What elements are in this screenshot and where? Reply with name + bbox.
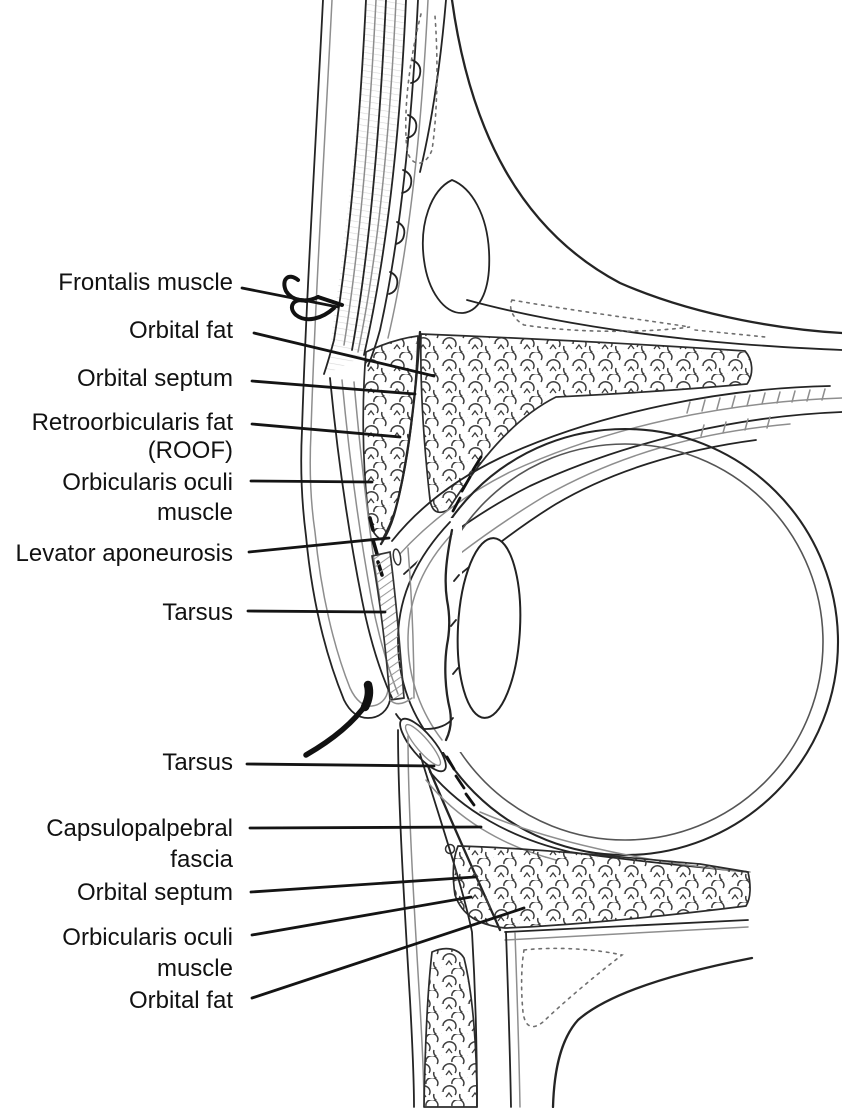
- leader-orbicularis-oculi-lower: [250, 895, 473, 937]
- inferior-orbital-rim: [504, 919, 754, 1108]
- leader-tarsus-lower: [245, 762, 436, 768]
- label-orbicularis-oculi-lower: Orbicularis oculi: [62, 924, 233, 951]
- conjunctiva-line: [407, 547, 415, 699]
- upper-tarsus: [371, 547, 415, 705]
- leader-orbital-fat-lower: [250, 906, 526, 1000]
- labels: Frontalis muscle Orbital fat Orbital sep…: [16, 269, 234, 1014]
- label-levator-aponeurosis: Levator aponeurosis: [16, 540, 233, 567]
- connective-hooks: [388, 59, 422, 295]
- label-capsulopalpebral-fascia-2: fascia: [170, 846, 233, 873]
- inferior-orbital-fat-pad: [452, 845, 751, 929]
- leader-orbital-septum-lower: [249, 875, 477, 894]
- label-orbicularis-oculi-upper: Orbicularis oculi: [62, 469, 233, 496]
- leader-capsulopalpebral-fascia: [248, 825, 483, 830]
- cornea: [396, 518, 462, 752]
- bone-inner-dashed-outline: [405, 13, 438, 164]
- iris-ciliary-line: [444, 528, 454, 742]
- label-orbicularis-oculi-upper-2: muscle: [157, 499, 233, 526]
- leader-levator-aponeurosis: [247, 536, 391, 554]
- cornea-inner-outline: [407, 533, 453, 741]
- lower-tarsus-outline: [399, 717, 447, 773]
- label-frontalis-muscle: Frontalis muscle: [58, 269, 233, 296]
- orbital-septum-upper-line: [379, 330, 422, 546]
- soof-dashed-outline: [520, 947, 624, 1028]
- label-orbital-septum-upper: Orbital septum: [77, 365, 233, 392]
- maxilla-contour: [551, 956, 754, 1108]
- fornix-arrow: [303, 680, 374, 758]
- leader-frontalis-muscle: [240, 286, 340, 309]
- superior-orbital-fat-pad: [420, 333, 753, 514]
- orbital-rim-cross-section: [422, 179, 491, 314]
- label-orbicularis-oculi-lower-2: muscle: [157, 955, 233, 982]
- leader-orbital-septum-upper: [250, 379, 417, 396]
- label-tarsus-upper: Tarsus: [162, 599, 233, 626]
- leader-tarsus-upper: [246, 609, 387, 614]
- label-orbital-fat-upper: Orbital fat: [129, 317, 233, 344]
- label-orbital-septum-lower: Orbital septum: [77, 879, 233, 906]
- label-retroorbicularis-fat: Retroorbicularis fat: [32, 409, 234, 436]
- lower-lid-skin: [397, 729, 415, 1108]
- frontal-bone: [405, 0, 842, 351]
- gland-profile: [392, 548, 402, 566]
- ciliary-body-marks: [445, 455, 483, 807]
- leader-lines: [240, 286, 526, 1000]
- leader-retroorbicularis-fat: [250, 422, 402, 439]
- leader-orbital-fat-upper: [252, 331, 436, 378]
- lens: [450, 537, 522, 719]
- label-tarsus-lower: Tarsus: [162, 749, 233, 776]
- label-retroorbicularis-fat-2: (ROOF): [148, 437, 233, 464]
- label-capsulopalpebral-fascia: Capsulopalpebral: [46, 815, 233, 842]
- leader-orbicularis-oculi-upper: [249, 479, 374, 484]
- label-orbital-fat-lower: Orbital fat: [129, 987, 233, 1014]
- frontalis-muscle-bundle: [323, 0, 407, 375]
- muscle-fiber-ticks: [686, 388, 826, 437]
- cheek-fat-column: [423, 947, 478, 1108]
